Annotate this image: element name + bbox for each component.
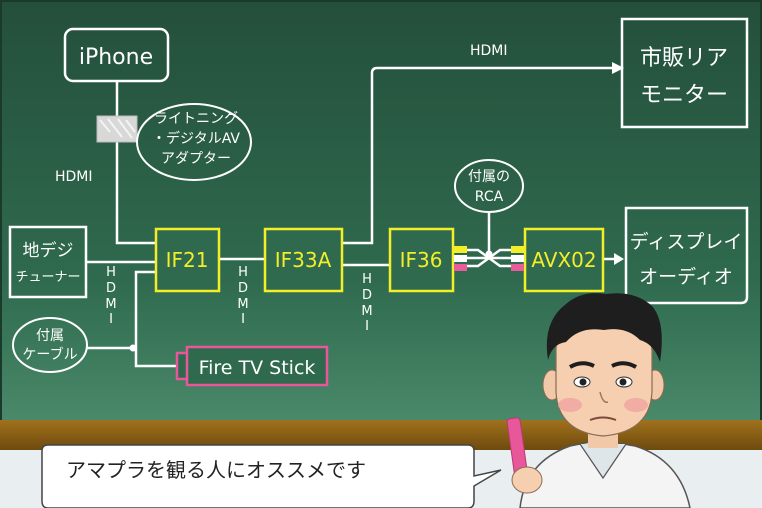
mascot-pupil-right bbox=[619, 378, 627, 386]
iphone-label: iPhone bbox=[79, 45, 153, 70]
cable-label-line1: 付属 bbox=[36, 328, 64, 344]
avx02-label: AVX02 bbox=[531, 248, 596, 272]
rca-callout-ellipse bbox=[454, 159, 524, 213]
hdmi-v3-char: M bbox=[361, 304, 372, 319]
if33a-to-monitor-line bbox=[343, 66, 614, 245]
speech-bubble-text: アマプラを観る人にオススメです bbox=[66, 458, 366, 482]
mascot-cheek-right bbox=[624, 398, 648, 412]
if36-box bbox=[388, 227, 455, 293]
tuner-label-line2: チューナー bbox=[15, 270, 80, 285]
adapter-callout-ellipse bbox=[136, 103, 252, 181]
firetv-label: Fire TV Stick bbox=[199, 357, 316, 379]
rca-plugs-right bbox=[511, 246, 524, 271]
mascot-hair bbox=[546, 293, 662, 362]
hdmi-v3-char: H bbox=[362, 272, 372, 287]
hdmi-v2-char: I bbox=[241, 312, 245, 327]
display-audio-box bbox=[624, 206, 749, 305]
if21-to-firetv-line bbox=[134, 270, 177, 368]
tuner-label-line1: 地デジ bbox=[23, 240, 74, 261]
hdmi-v3-char: D bbox=[362, 288, 372, 303]
rca-plug-yellow-left bbox=[454, 246, 467, 253]
iphone-box bbox=[63, 27, 170, 83]
monitor-label-line1: 市販リア bbox=[640, 46, 728, 71]
hdmi-v2-char: H bbox=[238, 265, 248, 280]
hdmi-vertical-label-3: H D M I bbox=[361, 272, 372, 334]
hdmi-v1-char: D bbox=[106, 281, 116, 296]
adapter-label-line3: アダプター bbox=[161, 151, 231, 167]
mascot-eyebrow-left bbox=[568, 361, 595, 369]
cable-callout-ellipse bbox=[12, 317, 88, 373]
mascot-cheek-left bbox=[558, 398, 582, 412]
monitor-arrowhead bbox=[612, 62, 624, 74]
if21-label: IF21 bbox=[166, 248, 209, 272]
cable-callout-dot bbox=[129, 344, 137, 352]
rca-plug-pink-right bbox=[511, 264, 524, 271]
adapter-label-line1: ライトニング bbox=[154, 111, 238, 127]
mascot-eyebrow-right bbox=[611, 361, 638, 369]
firetv-box bbox=[185, 345, 329, 387]
hdmi-v2-char: M bbox=[237, 297, 248, 312]
hdmi-label-left: HDMI bbox=[55, 169, 93, 185]
avx02-box bbox=[523, 227, 605, 293]
rca-plug-pink-left bbox=[454, 264, 467, 271]
mascot-collar bbox=[579, 443, 627, 480]
monitor-label-line2: モニター bbox=[640, 83, 728, 108]
tuner-box bbox=[8, 225, 88, 299]
hdmi-v1-char: M bbox=[105, 297, 116, 312]
lightning-adapter-texture bbox=[99, 118, 136, 139]
hdmi-label-top: HDMI bbox=[470, 43, 508, 59]
cable-label-line2: ケーブル bbox=[22, 346, 77, 363]
mascot-hand bbox=[511, 466, 543, 494]
rca-plug-white-right bbox=[511, 255, 524, 262]
hdmi-vertical-label-1: H D M I bbox=[105, 265, 116, 327]
display-label-line2: オーディオ bbox=[639, 266, 733, 288]
rca-callout-dot bbox=[485, 250, 493, 258]
display-arrowhead bbox=[614, 253, 624, 265]
connection-lines bbox=[86, 66, 616, 368]
rca-label-line1: 付属の bbox=[468, 169, 510, 185]
display-label-line1: ディスプレイ bbox=[630, 231, 743, 253]
hdmi-v1-char: I bbox=[109, 312, 113, 327]
mascot-illustration bbox=[506, 293, 691, 508]
mascot-mouth bbox=[589, 416, 617, 421]
rca-plug-yellow-right bbox=[511, 246, 524, 253]
if33a-label: IF33A bbox=[275, 248, 332, 272]
monitor-box bbox=[620, 17, 749, 129]
hdmi-v1-char: H bbox=[106, 265, 116, 280]
if33a-box bbox=[263, 227, 344, 293]
mascot-nose bbox=[599, 391, 609, 404]
rca-wire-bot bbox=[466, 248, 512, 268]
hdmi-v2-char: D bbox=[238, 281, 248, 296]
if21-box bbox=[154, 227, 221, 293]
hdmi-v3-char: I bbox=[365, 319, 369, 334]
hdmi-vertical-label-2: H D M I bbox=[237, 265, 248, 327]
rca-label-line2: RCA bbox=[475, 189, 504, 205]
rca-plug-white-left bbox=[454, 255, 467, 262]
rca-plugs-left bbox=[454, 246, 467, 271]
adapter-label-line2: ・デジタルAV bbox=[152, 130, 240, 147]
adapter-to-if21-line bbox=[115, 140, 156, 245]
if36-label: IF36 bbox=[400, 248, 443, 272]
mascot-pupil-left bbox=[579, 378, 587, 386]
